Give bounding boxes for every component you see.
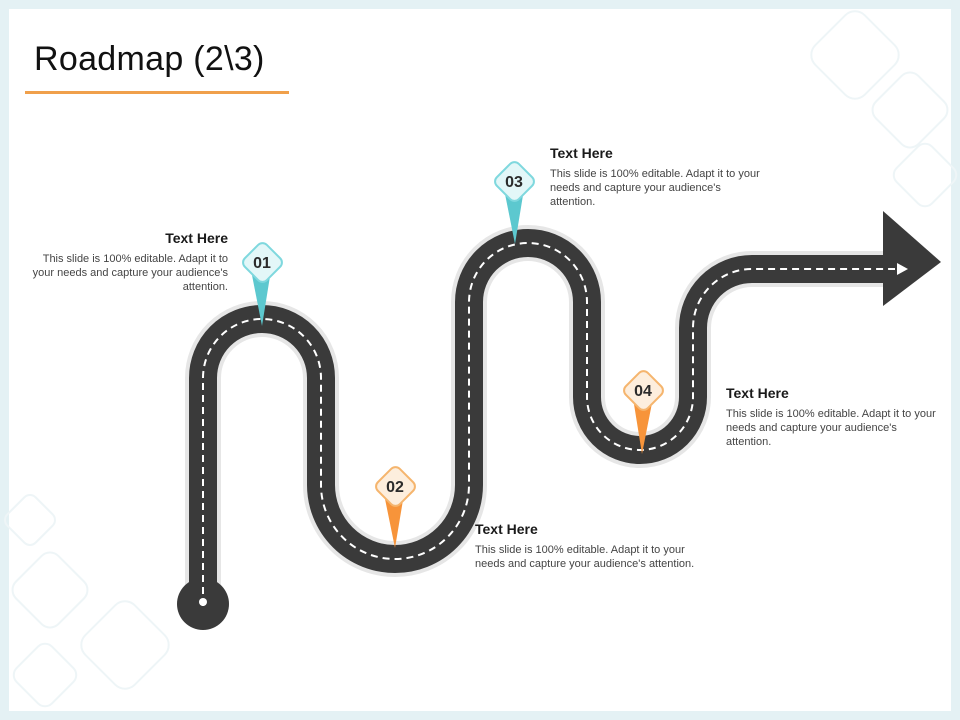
milestone-marker-01: 01 <box>242 242 283 326</box>
milestone-label-01: Text Here This slide is 100% editable. A… <box>22 230 228 294</box>
milestone-number: 03 <box>505 174 523 191</box>
milestone-number: 02 <box>386 479 404 496</box>
milestone-heading: Text Here <box>165 230 228 246</box>
milestone-heading: Text Here <box>726 385 789 401</box>
milestone-description: This slide is 100% editable. Adapt it to… <box>726 408 936 448</box>
milestone-label-03: Text Here This slide is 100% editable. A… <box>550 145 765 209</box>
page-title: Roadmap (2\3) <box>34 40 265 78</box>
road-arrow-head <box>883 211 941 306</box>
milestone-heading: Text Here <box>475 521 538 537</box>
milestone-heading: Text Here <box>550 145 613 161</box>
milestone-number: 01 <box>253 255 271 272</box>
milestone-marker-04: 04 <box>623 370 664 454</box>
title-underline <box>25 91 289 94</box>
road-start-dot <box>199 598 207 606</box>
milestone-marker-02: 02 <box>375 466 416 548</box>
milestone-marker-03: 03 <box>494 161 535 244</box>
milestone-description: This slide is 100% editable. Adapt it to… <box>32 253 228 293</box>
road-center-arrow <box>897 263 908 275</box>
milestone-description: This slide is 100% editable. Adapt it to… <box>550 168 760 208</box>
milestone-label-02: Text Here This slide is 100% editable. A… <box>475 521 695 571</box>
milestone-label-04: Text Here This slide is 100% editable. A… <box>726 385 941 449</box>
milestone-description: This slide is 100% editable. Adapt it to… <box>475 544 695 570</box>
milestone-number: 04 <box>634 383 652 400</box>
